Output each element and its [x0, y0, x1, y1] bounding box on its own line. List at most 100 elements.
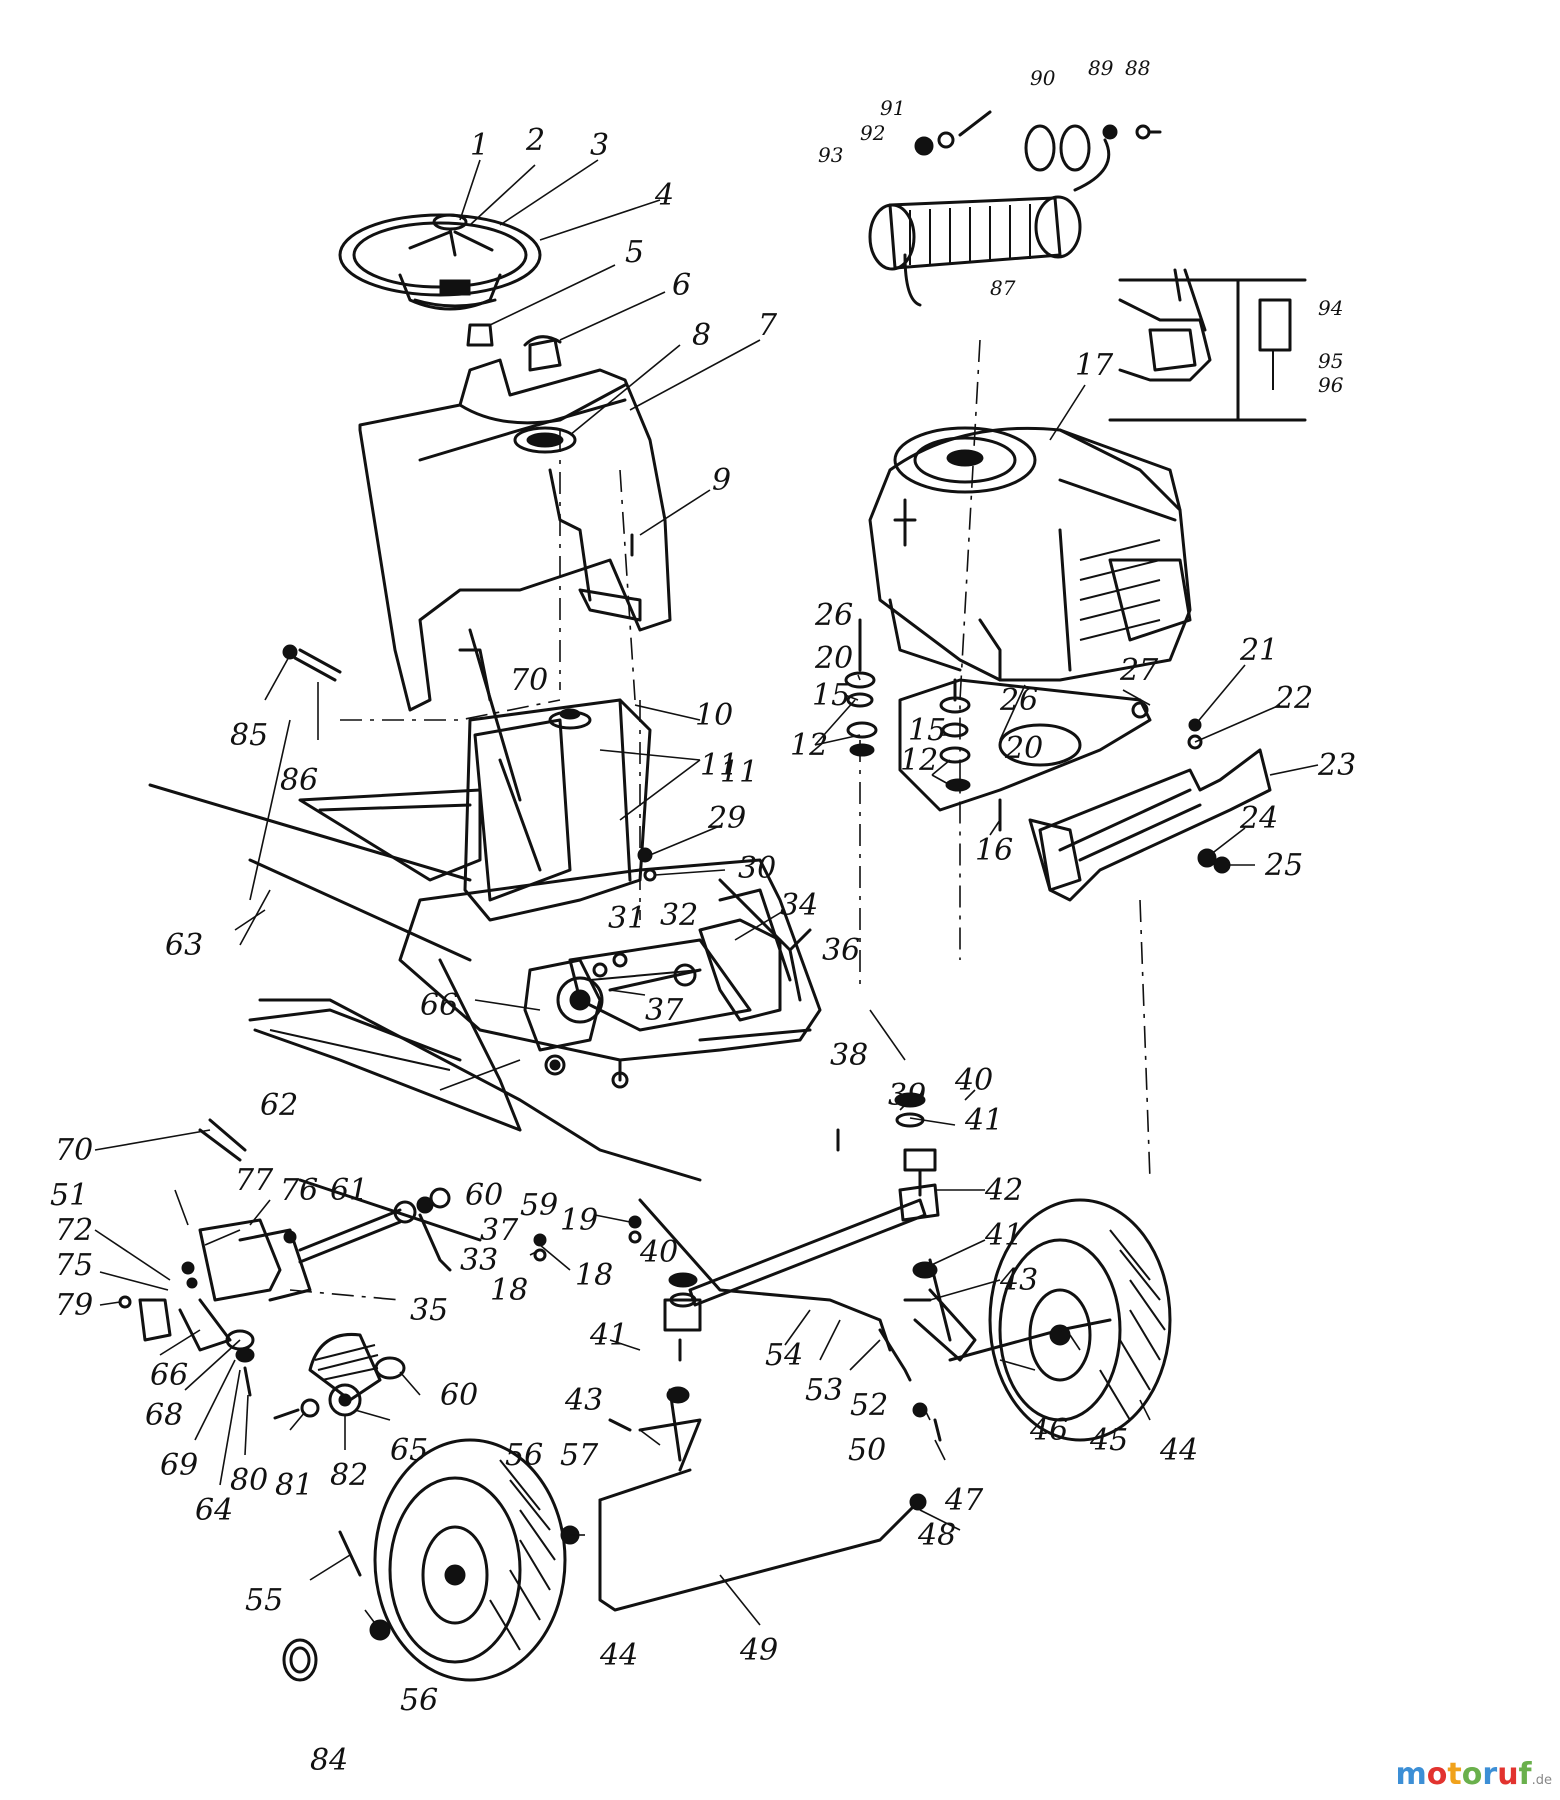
front-wheel-left [373, 1438, 567, 1682]
label-26a: 26 [814, 598, 853, 633]
label-34: 34 [780, 888, 818, 923]
label-23: 23 [1317, 748, 1356, 783]
label-87: 87 [990, 276, 1016, 300]
label-54: 54 [765, 1338, 803, 1373]
label-40b: 40 [639, 1235, 678, 1270]
steering-shaft [198, 628, 522, 1272]
label-94: 94 [1318, 296, 1343, 320]
label-15b: 15 [908, 713, 946, 748]
logo-suffix: .de [1531, 1773, 1552, 1788]
logo-letter: o [1426, 1757, 1448, 1792]
label-12a: 12 [790, 728, 828, 763]
label-10: 10 [695, 698, 733, 733]
label-50: 50 [848, 1433, 886, 1468]
label-39: 39 [888, 1078, 926, 1113]
label-30: 30 [738, 851, 776, 886]
label-63: 63 [165, 928, 203, 963]
label-72: 72 [55, 1213, 93, 1248]
label-84: 84 [310, 1743, 348, 1778]
label-57: 57 [560, 1438, 599, 1473]
label-52: 52 [850, 1388, 888, 1423]
label-82: 82 [330, 1458, 368, 1493]
label-76: 76 [280, 1173, 318, 1208]
label-62: 62 [260, 1088, 298, 1123]
label-77: 77 [235, 1163, 274, 1198]
label-69: 69 [160, 1448, 198, 1483]
inset-detail [1108, 268, 1307, 422]
label-75: 75 [55, 1248, 93, 1283]
label-47: 47 [944, 1483, 984, 1518]
label-93: 93 [818, 143, 843, 167]
steering-bracket [118, 1218, 312, 1352]
label-35: 35 [410, 1293, 448, 1328]
label-26b: 26 [999, 683, 1038, 718]
label-22: 22 [1274, 681, 1313, 716]
label-3: 3 [590, 128, 609, 163]
steering-gear-box [523, 888, 792, 1076]
label-81: 81 [275, 1468, 313, 1503]
label-18b: 18 [575, 1258, 613, 1293]
label-1: 1 [470, 128, 489, 163]
label-91: 91 [880, 96, 905, 120]
label-44b: 44 [599, 1638, 638, 1673]
label-2: 2 [525, 123, 545, 158]
muffler [868, 110, 1162, 307]
label-49: 49 [739, 1633, 778, 1668]
label-48: 48 [917, 1518, 956, 1553]
label-88: 88 [1125, 56, 1150, 80]
label-79: 79 [55, 1288, 93, 1323]
label-27: 27 [1119, 653, 1159, 688]
label-11b: 11 [720, 755, 758, 790]
label-41b: 41 [984, 1218, 1023, 1253]
label-56a: 56 [505, 1438, 543, 1473]
label-65: 65 [390, 1433, 428, 1468]
label-16: 16 [975, 833, 1013, 868]
leader-lines [94, 159, 1319, 1631]
drag-link [638, 1198, 912, 1382]
label-7: 7 [758, 308, 778, 343]
logo-letter: t [1447, 1757, 1462, 1792]
engine-mount-plate [898, 678, 1152, 812]
label-66b: 66 [150, 1358, 188, 1393]
tie-rod [598, 1493, 927, 1612]
label-38: 38 [830, 1038, 868, 1073]
label-18a: 18 [490, 1273, 528, 1308]
label-61: 61 [330, 1173, 368, 1208]
logo-letter: u [1497, 1757, 1519, 1792]
dash-cowl [358, 335, 672, 712]
label-45: 45 [1089, 1423, 1128, 1458]
label-21: 21 [1239, 633, 1278, 668]
label-40a: 40 [954, 1063, 993, 1098]
label-19: 19 [560, 1203, 598, 1238]
label-70b: 70 [55, 1133, 93, 1168]
steering-gear [225, 1329, 406, 1420]
label-15a: 15 [812, 678, 850, 713]
label-55: 55 [245, 1583, 283, 1618]
label-42: 42 [984, 1173, 1023, 1208]
fuel-tank [463, 698, 652, 922]
label-68: 68 [145, 1398, 183, 1433]
label-9: 9 [712, 463, 731, 498]
label-66a: 66 [420, 988, 458, 1023]
label-37b: 37 [480, 1213, 519, 1248]
label-12b: 12 [900, 743, 938, 778]
logo-letter: m [1395, 1757, 1427, 1792]
label-44a: 44 [1159, 1433, 1198, 1468]
label-17: 17 [1075, 348, 1114, 383]
label-37a: 37 [645, 993, 684, 1028]
label-70a: 70 [510, 663, 548, 698]
label-60b: 60 [440, 1378, 478, 1413]
label-92: 92 [860, 121, 885, 145]
label-43a: 43 [999, 1263, 1038, 1298]
label-4: 4 [654, 178, 674, 213]
logo-letter: r [1482, 1757, 1498, 1792]
label-85: 85 [230, 718, 268, 753]
front-axle [598, 1148, 1062, 1502]
label-41a: 41 [964, 1103, 1003, 1138]
label-86: 86 [280, 763, 318, 798]
part-number-labels: 1 2 3 4 5 6 7 8 9 10 11 11 12 12 15 15 1… [50, 56, 1356, 1778]
label-20b: 20 [1004, 731, 1043, 766]
logo-letter: o [1461, 1757, 1483, 1792]
label-8: 8 [692, 318, 711, 353]
